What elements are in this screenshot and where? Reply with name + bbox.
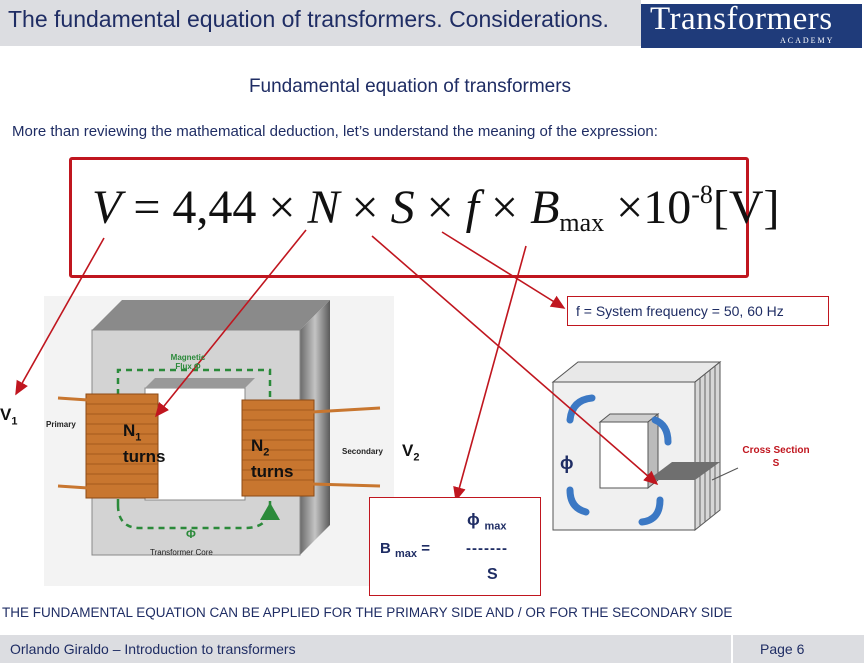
logo-subtext: ACADEMY [780,36,835,45]
fundamental-equation: V = 4,44 × N × S × f × Bmax ×10-8[V] [92,180,780,238]
eq-exp: -8 [691,180,713,209]
bmax-denominator: S [487,566,498,583]
eq-mult: ×10 [604,181,692,234]
bmax-numerator: ϕ max [467,510,507,533]
eq-v: V [92,181,122,234]
frequency-note: f = System frequency = 50, 60 Hz [576,303,784,319]
v2-label: V2 [402,441,420,464]
cross-section-illustration [551,360,739,532]
transformer-illustration [44,296,394,586]
transformer-core-label: Transformer Core [150,548,213,557]
eq-b: B [530,181,560,234]
eq-s: S [390,181,415,234]
bmax-box [369,497,541,596]
eq-times: × [478,181,531,234]
conclusion-text: THE FUNDAMENTAL EQUATION CAN BE APPLIED … [2,605,733,620]
eq-const: = 4,44 × [121,181,296,234]
flux-symbol: Φ [186,527,196,541]
primary-label: Primary [46,420,76,429]
page-title: The fundamental equation of transformers… [8,6,609,32]
flux-phi-label: ϕ [560,453,574,473]
footer-bar [0,635,864,663]
intro-text: More than reviewing the mathematical ded… [12,123,658,140]
eq-b-sub: max [559,208,605,237]
pointer-arrows [15,229,659,502]
section-title: Fundamental equation of transformers [248,76,572,97]
footer-author: Orlando Giraldo – Introduction to transf… [10,641,296,657]
bmax-fraction-bar: ------- [466,540,508,557]
magnetic-flux-label: Magnetic Flux Φ [170,353,206,371]
bmax-lhs: B max = [380,540,430,560]
eq-f: f [465,181,479,234]
footer-separator [731,635,733,663]
logo-text: Transformers [650,1,833,37]
logo [641,4,862,48]
eq-times: × [414,181,466,234]
eq-unit: [V] [712,181,780,234]
frequency-note-box [567,296,829,326]
equation-box [69,157,749,278]
page-number: Page 6 [760,641,805,657]
secondary-label: Secondary [342,447,383,456]
eq-n: N [307,181,340,234]
v1-label: V1 [0,405,18,428]
eq-times: × [339,181,391,234]
title-bar [0,0,641,46]
